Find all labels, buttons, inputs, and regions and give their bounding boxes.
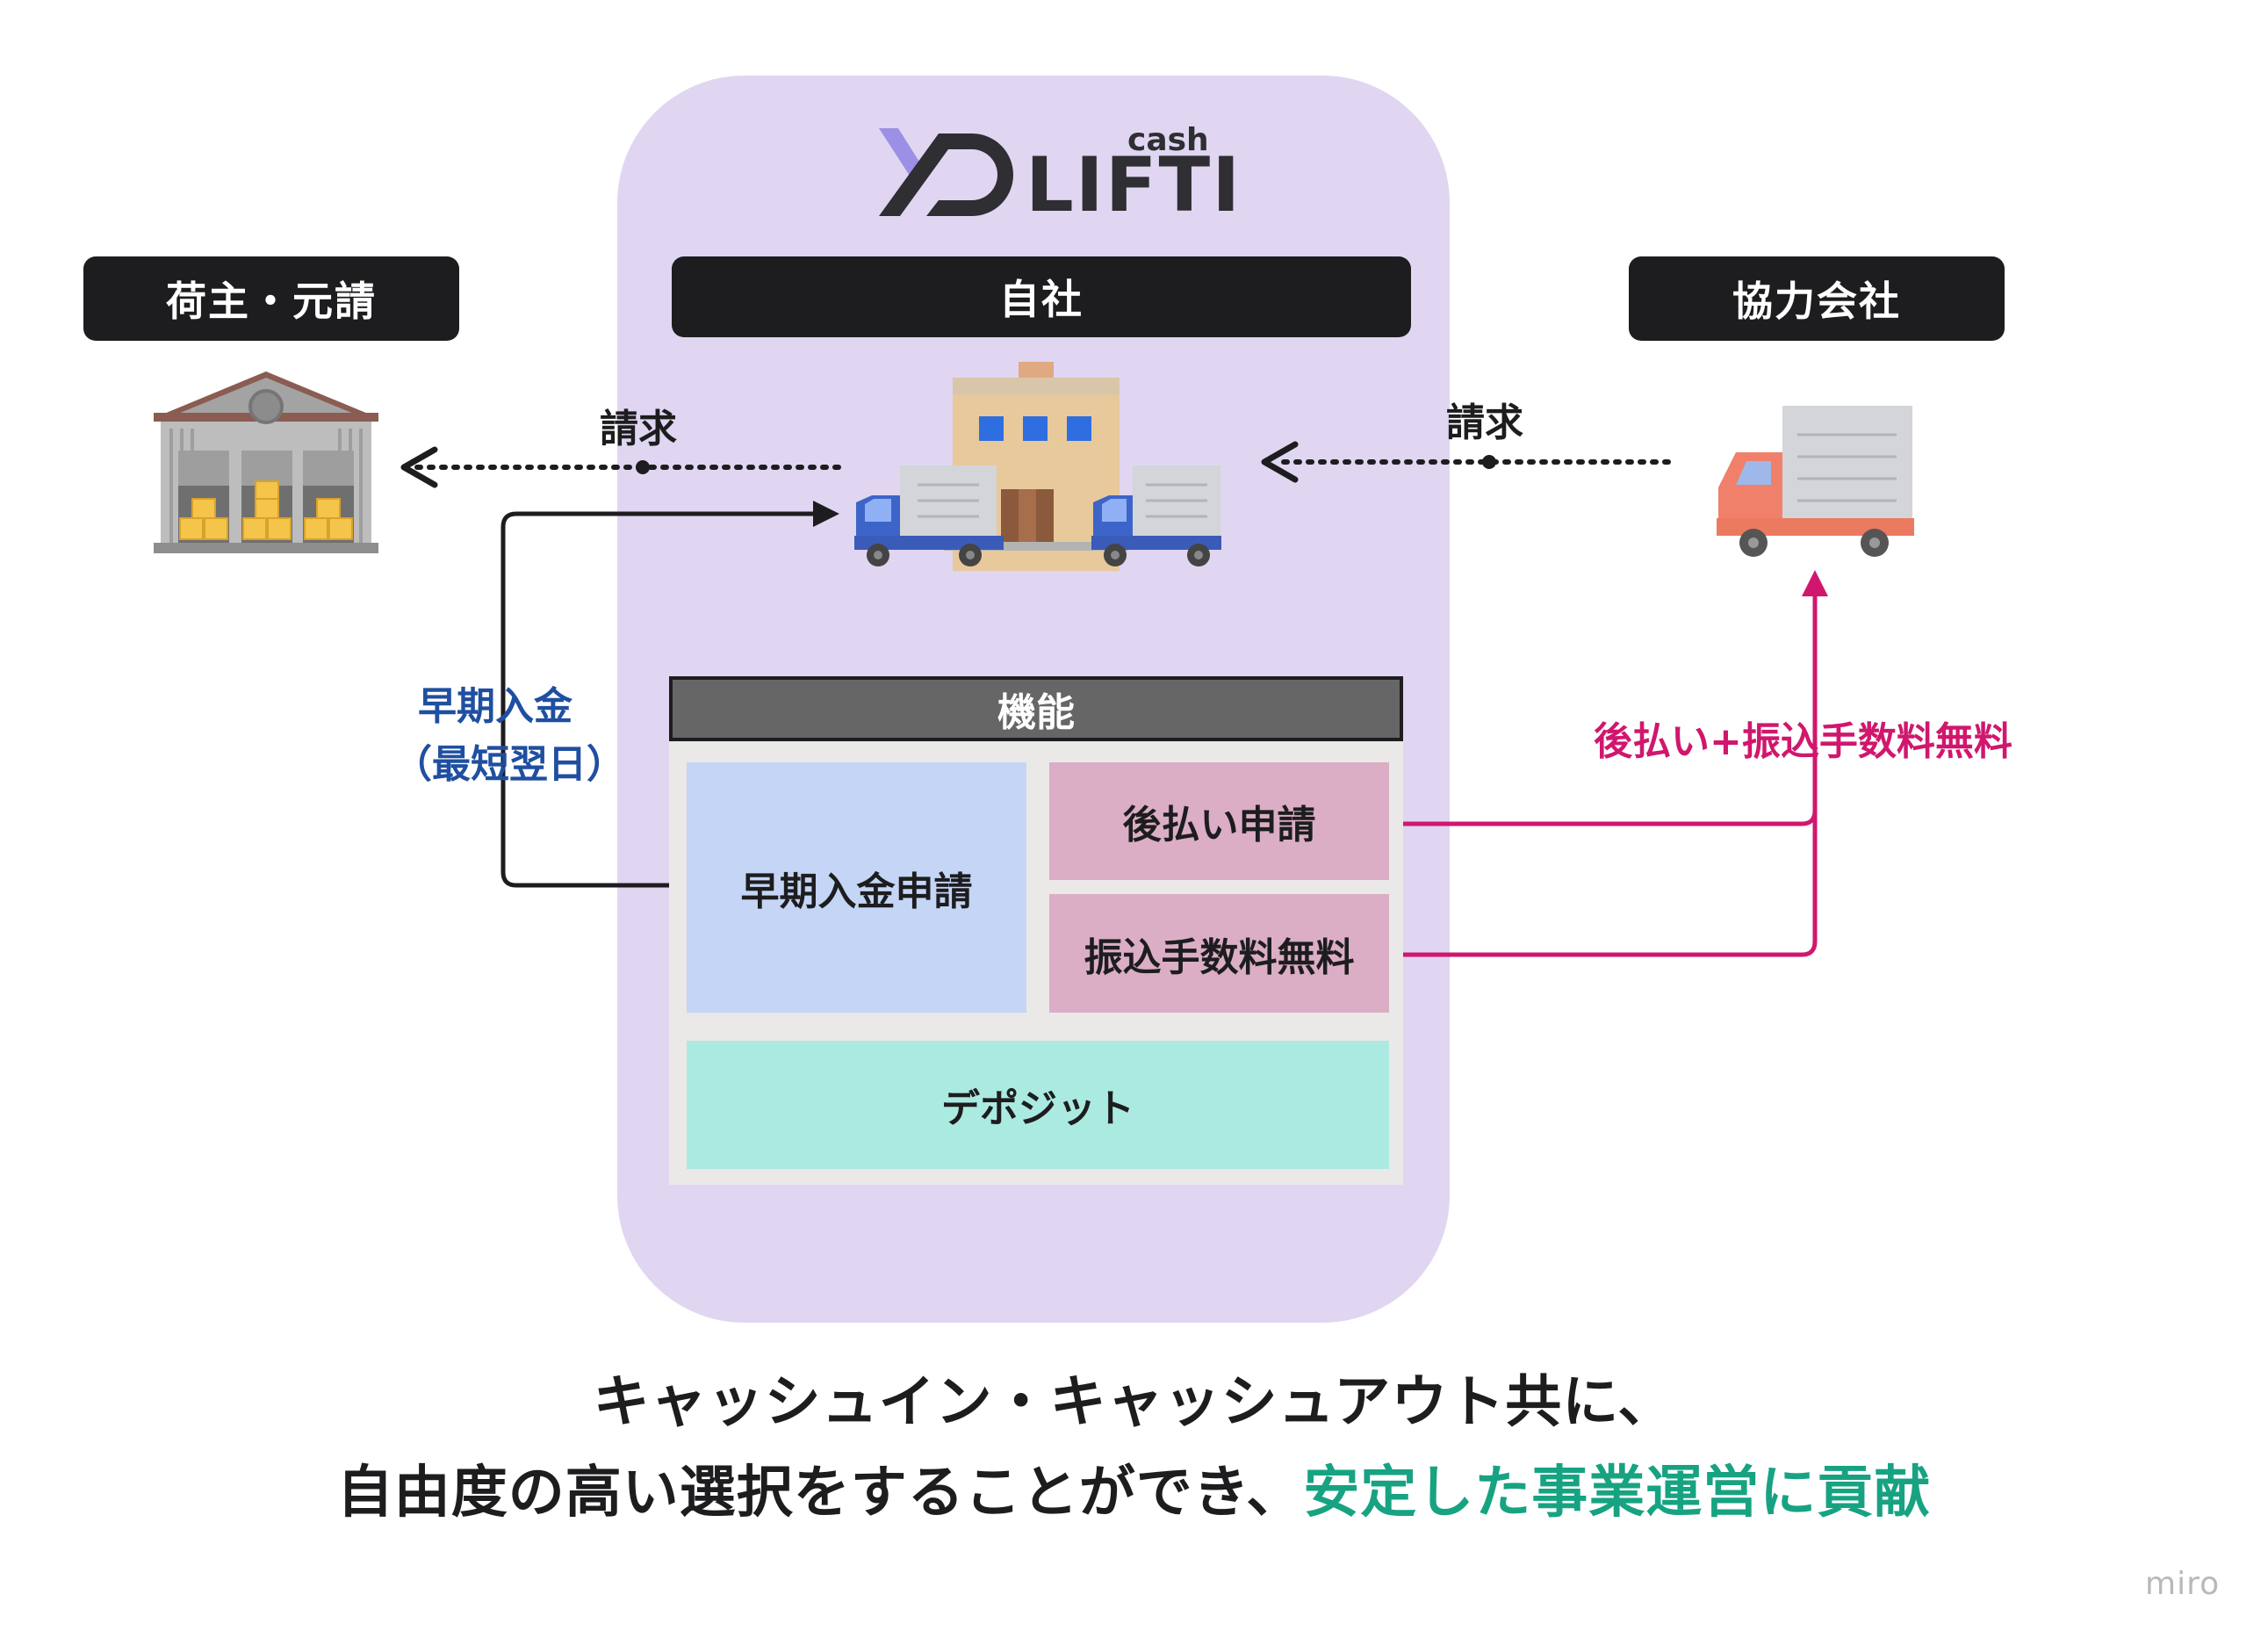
early-payment-arrow: [500, 501, 839, 888]
billing-arrow-left: [400, 446, 841, 488]
partner-truck-icon: [1717, 406, 1914, 557]
billing-label-right: 請求: [1446, 400, 1523, 445]
company-header: 自社: [672, 256, 1411, 337]
early-payment-sublabel: （最短翌日）: [393, 742, 625, 787]
lifti-cash-logo: LIFTI cash: [874, 121, 1240, 227]
deposit-box: デポジット: [687, 1041, 1389, 1169]
deferred-payment-label: 後払い+振込手数料無料: [1594, 719, 2012, 764]
xd-mark-icon: [879, 128, 1013, 216]
functions-title: 機能: [669, 676, 1403, 741]
caption-line-1: キャッシュイン・キャッシュアウト共に、: [593, 1370, 1675, 1435]
logo-brand-text: LIFTI: [1026, 141, 1242, 229]
warehouse-icon: [154, 372, 378, 553]
transfer-fee-arrow: [1392, 773, 1818, 957]
caption-line-2-highlight: 安定した事業運営に貢献: [1303, 1461, 1932, 1526]
deferred-payment-arrow: [1392, 570, 1828, 826]
free-transfer-fee-box: 振込手数料無料: [1049, 894, 1389, 1013]
billing-arrow-right: [1261, 441, 1671, 483]
deferred-payment-request-box: 後払い申請: [1049, 762, 1389, 880]
logo-sub-text: cash: [1127, 122, 1209, 158]
company-building-icon: [854, 362, 1221, 571]
miro-watermark: miro: [2145, 1566, 2221, 1602]
billing-label-left: 請求: [600, 407, 677, 451]
early-payment-request-box: 早期入金申請: [687, 762, 1026, 1013]
caption-line-2-prefix: 自由度の高い選択をすることができ、: [336, 1461, 1304, 1526]
shipper-header: 荷主・元請: [83, 256, 459, 341]
caption-line-2: 自由度の高い選択をすることができ、安定した事業運営に貢献: [0, 1447, 2268, 1528]
partner-header: 協力会社: [1629, 256, 2005, 341]
early-payment-label: 早期入金: [418, 684, 572, 729]
